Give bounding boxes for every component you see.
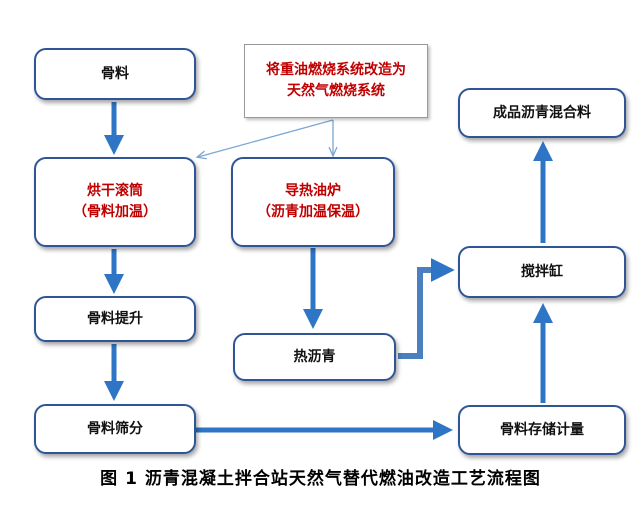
arrow-asphalt-to-mixer [398,258,455,359]
node-aggregate-lift-label: 骨料提升 [87,310,143,327]
node-aggregate-storage-label: 骨料存储计量 [500,421,584,438]
node-oil-furnace: 导热油炉 （沥青加温保温） [231,157,395,247]
node-mixer-label: 搅拌缸 [521,263,563,280]
node-drying-drum-line1: 烘干滚筒 [87,183,143,199]
arrow-note-to-drum [198,119,334,157]
note-retrofit-line2: 天然气燃烧系统 [287,83,385,99]
node-aggregate-lift: 骨料提升 [34,296,196,342]
note-retrofit: 将重油燃烧系统改造为 天然气燃烧系统 [244,44,428,118]
node-aggregate-screening-label: 骨料筛分 [87,420,143,437]
node-hot-asphalt-label: 热沥青 [293,348,336,365]
node-oil-furnace-line1: 导热油炉 [285,183,341,199]
node-drying-drum: 烘干滚筒 （骨料加温） [34,157,196,247]
node-hot-asphalt: 热沥青 [233,333,396,381]
node-finished-mix: 成品沥青混合料 [458,88,626,138]
node-mixer: 搅拌缸 [458,246,626,298]
node-drying-drum-line2: （骨料加温） [73,204,157,220]
node-aggregate: 骨料 [34,48,196,100]
node-oil-furnace-line2: （沥青加温保温） [257,204,369,220]
note-retrofit-line1: 将重油燃烧系统改造为 [266,62,406,78]
node-aggregate-screening: 骨料筛分 [34,404,196,454]
node-aggregate-label: 骨料 [101,65,129,82]
figure-caption: 图 1 沥青混凝土拌合站天然气替代燃油改造工艺流程图 [100,469,541,489]
node-finished-mix-label: 成品沥青混合料 [493,104,591,121]
node-aggregate-storage: 骨料存储计量 [458,405,626,455]
